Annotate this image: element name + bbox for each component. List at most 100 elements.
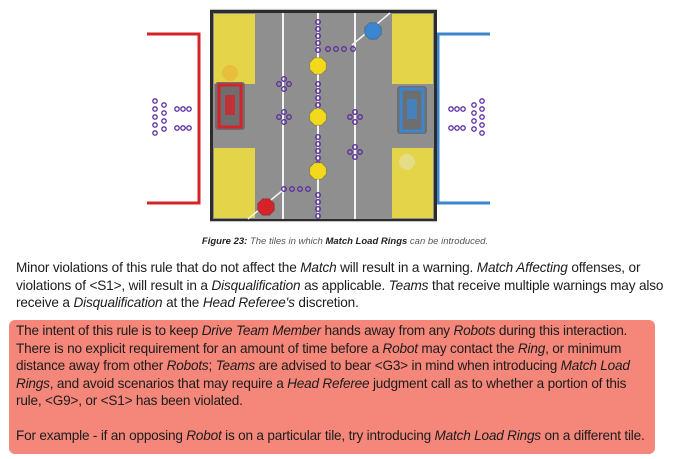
- red-robot-intake: [225, 95, 235, 115]
- term-match-affecting: Match Affecting: [476, 260, 568, 275]
- ring-icon: [281, 109, 287, 115]
- term-head-referee: Head Referee's: [202, 295, 295, 310]
- text: on a differ­ent tile.: [540, 427, 645, 443]
- ring-icon: [281, 119, 287, 125]
- robots: [215, 82, 427, 134]
- ring-icon: [276, 81, 282, 87]
- figure-caption: Figure 23: The tiles in which Match Load…: [0, 236, 690, 247]
- red-robot-frame: [217, 83, 243, 129]
- ring-icon: [315, 40, 321, 46]
- text: at the: [162, 295, 203, 310]
- ring-icon: [315, 192, 321, 198]
- text: For example - if an opposing: [16, 427, 187, 443]
- ring-icon: [460, 125, 466, 131]
- ring-icon: [479, 106, 485, 112]
- mobile-goals: [222, 22, 415, 216]
- text: during this interac­tion. There is no ex…: [16, 323, 628, 356]
- wall-stake-red: [222, 65, 238, 81]
- ring-icon: [333, 46, 339, 52]
- field-rings: [276, 19, 363, 219]
- ring-icon: [448, 125, 454, 131]
- ring-icon: [315, 199, 321, 205]
- term: Robots: [166, 358, 209, 373]
- term: Drive Team Member: [201, 323, 321, 338]
- ring-icon: [315, 47, 321, 53]
- ring-icon: [454, 106, 460, 112]
- note-paragraph-1: The intent of this rule is to keep Drive…: [16, 322, 651, 410]
- ring-icon: [174, 106, 180, 112]
- ring-icon: [347, 114, 353, 120]
- wall-stake-blue: [399, 154, 415, 170]
- ring-icon: [152, 114, 158, 120]
- ring-icon: [315, 155, 321, 161]
- ring-icon: [347, 149, 353, 155]
- ring-icon: [479, 122, 485, 128]
- text: offenses, or violations of <S1>, will re…: [16, 260, 641, 293]
- mobile-goal-blue: [364, 22, 382, 40]
- mobile-goal-neutral: [309, 108, 327, 126]
- term: Robot: [382, 340, 418, 356]
- term-match: Match: [300, 260, 337, 275]
- ring-icon: [186, 106, 192, 112]
- match-load-tile-highlight: [392, 14, 433, 84]
- ring-icon: [352, 119, 358, 125]
- term: Robot: [186, 427, 222, 443]
- ring-icon: [186, 125, 192, 131]
- ring-icon: [471, 118, 477, 124]
- text: The intent of this rule is to keep: [16, 323, 202, 338]
- ring-icon: [286, 81, 292, 87]
- text: may contact the: [417, 340, 518, 356]
- ring-icon: [471, 126, 477, 132]
- note-paragraph-2: For example - if an opposing Robot is on…: [16, 427, 651, 445]
- ring-icon: [161, 118, 167, 124]
- ring-icon: [289, 186, 295, 192]
- ring-icon: [479, 114, 485, 120]
- text: , or minimum distance away from other: [16, 340, 622, 374]
- match-load-tiles: [214, 14, 433, 218]
- ring-icon: [180, 106, 186, 112]
- text: , and avoid scenarios that may require a: [49, 375, 288, 391]
- caption-text-end: can be introduced.: [409, 236, 489, 247]
- mobile-goal-neutral: [309, 162, 327, 180]
- ring-icon: [315, 141, 321, 147]
- ring-icon: [286, 114, 292, 120]
- text: Minor violations of this rule that do no…: [16, 260, 301, 275]
- text: that receive multiple warnings may also …: [16, 277, 664, 311]
- ring-icon: [448, 106, 454, 112]
- ring-icon: [341, 46, 347, 52]
- field-diagram: [147, 8, 490, 223]
- rule-paragraph: Minor violations of this rule that do no…: [16, 259, 676, 312]
- red-alliance-station-outline: [147, 32, 201, 205]
- mobile-goal-red: [257, 198, 275, 216]
- figure-label: Figure 23:: [201, 236, 248, 247]
- text: ;: [208, 358, 216, 373]
- ring-icon: [315, 81, 321, 87]
- ring-icon: [315, 206, 321, 212]
- text: hands away from any: [320, 323, 454, 338]
- blue-robot-intake: [407, 99, 417, 119]
- ring-icon: [352, 154, 358, 160]
- ring-icon: [315, 102, 321, 108]
- ring-icon: [174, 125, 180, 131]
- blue-alliance-station-outline: [436, 32, 490, 205]
- ring-icon: [471, 110, 477, 116]
- ring-icon: [315, 95, 321, 101]
- ring-icon: [276, 114, 282, 120]
- term-teams: Teams: [388, 277, 429, 293]
- ring-icon: [471, 102, 477, 108]
- ring-icon: [161, 102, 167, 108]
- ring-icon: [460, 106, 466, 112]
- term-disqualification: Disqualification: [73, 295, 163, 310]
- ring-icon: [180, 125, 186, 131]
- ring-icon: [352, 144, 358, 150]
- ring-icon: [357, 149, 363, 155]
- ring-icon: [357, 114, 363, 120]
- term: Ring: [517, 340, 546, 356]
- intent-note-box: The intent of this rule is to keep Drive…: [9, 320, 655, 454]
- term-disqualification: Disqualification: [211, 277, 301, 293]
- term: Teams: [215, 358, 255, 373]
- ring-icon: [297, 186, 303, 192]
- caption-text: The tiles in which: [249, 236, 323, 247]
- text: are advised to bear <G3> in mind when in…: [254, 358, 561, 373]
- text: is on a particular tile, try introducing: [221, 427, 435, 443]
